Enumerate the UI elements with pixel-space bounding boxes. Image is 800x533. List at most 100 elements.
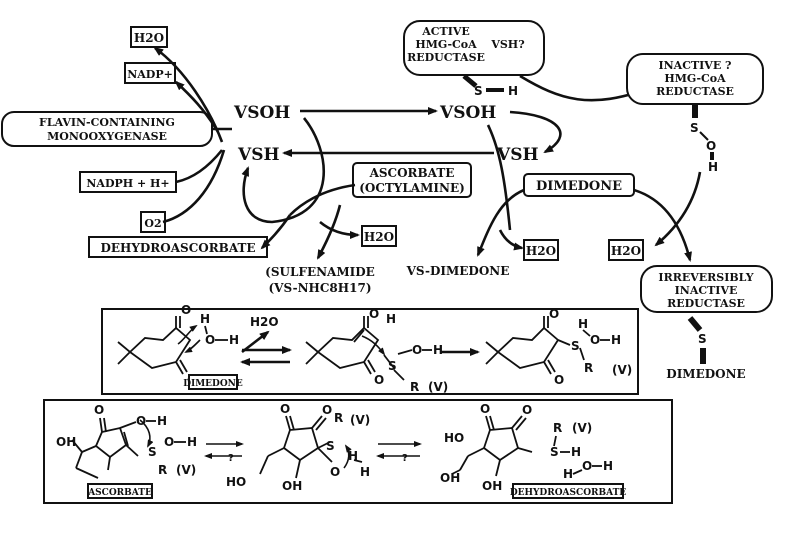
p1-o6: O: [412, 343, 422, 357]
arrow-ascorbate-loop: [241, 117, 326, 224]
arrow-to-h2o-right1: [498, 229, 524, 251]
dehydroascorbate-box: DEHYDROASCORBATE: [88, 236, 268, 258]
dehydro-tag-box: [512, 483, 624, 499]
h2o-right2-label: H2O: [611, 244, 641, 258]
arrow-to-nadp: [174, 80, 220, 133]
p2-h5: H: [571, 445, 581, 459]
irrev-line1: IRREVERSIBLY: [658, 271, 753, 284]
ascorbate-tag-box: [87, 483, 153, 499]
dimedone-structure-3: [485, 316, 585, 375]
h2o-mid-label: H2O: [364, 230, 394, 244]
dimedone-tag: DIMEDONE: [183, 379, 243, 389]
ascorbate-in: [289, 183, 356, 216]
nadph-box: NADPH + H+: [79, 171, 177, 193]
dimedone-label: DIMEDONE: [536, 179, 622, 194]
p2-o7: O: [522, 403, 532, 417]
ascorbate-structure: [71, 417, 154, 479]
p1-v1: (V): [428, 380, 448, 394]
p1-h2o: H2O: [250, 315, 279, 329]
p2-q2: ?: [402, 453, 408, 464]
p1-r2: R: [584, 361, 593, 375]
p1-o8: O: [554, 373, 564, 387]
p1-h1: H: [200, 312, 210, 326]
irrev-line3: REDUCTASE: [667, 297, 745, 310]
ascorbate-line2: (OCTYLAMINE): [359, 181, 465, 195]
p2-o4: O: [322, 403, 332, 417]
sulfenamide-line1: (SULFENAMIDE: [265, 265, 375, 279]
irrev-s: S: [698, 332, 707, 346]
h2o-right1-box: H2O: [523, 239, 559, 261]
p1-h4: H: [433, 343, 443, 357]
h2o-top-box: H2O: [130, 26, 168, 48]
arrow-to-vs-dimedone: [476, 188, 525, 257]
ascorbate-mechanism-panel: [43, 399, 673, 504]
fmo-box: FLAVIN-CONTAINING MONOOXYGENASE: [1, 111, 213, 147]
arrow-to-h2o-mid: [319, 220, 360, 239]
inactive-reductase-box: INACTIVE ? HMG-CoA REDUCTASE: [626, 53, 764, 105]
dimedone-structure-1: [117, 316, 201, 375]
p1-o9: O: [590, 333, 600, 347]
p2-q1: ?: [228, 453, 234, 464]
p2-h4: H: [360, 465, 370, 479]
p2-s1: S: [148, 445, 157, 459]
arrow-to-h2o-right2: [654, 171, 702, 247]
active-line2: HMG-CoA: [415, 38, 477, 51]
fmo-line1: FLAVIN-CONTAINING: [39, 116, 175, 129]
active-s: S: [474, 84, 483, 98]
p1-o4: O: [369, 307, 379, 321]
irrev-bond: [687, 316, 703, 332]
dehydroascorbate-label: DEHYDROASCORBATE: [100, 241, 255, 255]
p2-o6: O: [480, 402, 490, 416]
p1-s2: S: [571, 339, 580, 353]
o2-label: O2: [144, 217, 161, 230]
p1-h2o-arrow: [241, 330, 270, 354]
p1-o3: O: [205, 333, 215, 347]
inactive-s: S: [690, 121, 699, 135]
h2o-right2-box: H2O: [608, 239, 644, 261]
vsh-right-label: VSH: [496, 145, 539, 165]
o2-box: O2: [140, 211, 166, 233]
dehydroascorbate-structure: [459, 415, 533, 477]
p2-oh4: OH: [282, 479, 302, 493]
p2-r1: R: [158, 463, 167, 477]
p1-s1: S: [388, 359, 397, 373]
p2-r2: R: [334, 411, 343, 425]
fmo-line2: MONOOXYGENASE: [47, 130, 167, 143]
dimedone-structure-2: [305, 316, 413, 381]
p1-o5: O: [374, 373, 384, 387]
p2-o5: O: [330, 465, 340, 479]
nadp-box: NADP+: [124, 62, 176, 84]
p2-v2: (V): [350, 413, 370, 427]
p1-o7: O: [549, 307, 559, 321]
p1-v2: (V): [612, 363, 632, 377]
p2-oh1: OH: [56, 435, 76, 449]
p2-ho1: HO: [226, 475, 246, 489]
arrow-vsoh-to-vsh-right: [509, 110, 562, 154]
sulfenamide-line2: (VS-NHC8H17): [269, 281, 372, 295]
vsoh-right-label: VSOH: [439, 103, 496, 123]
p2-o8: O: [582, 459, 592, 473]
irrev-line2: INACTIVE: [675, 284, 738, 297]
active-vsh: VSH?: [490, 38, 524, 51]
nadph-label: NADPH + H+: [86, 177, 169, 190]
vsoh-down: [486, 124, 512, 231]
p2-o1: O: [94, 403, 104, 417]
vsoh-left-label: VSOH: [233, 103, 290, 123]
intermediate-structure: [259, 415, 352, 479]
p2-ho2: HO: [444, 431, 464, 445]
active-line3: REDUCTASE: [407, 51, 485, 64]
p1-h5: H: [578, 317, 588, 331]
dehydro-tag: DEHYDROASCORBATE: [510, 488, 626, 498]
nadp-label: NADP+: [127, 68, 173, 81]
h2o-mid-box: H2O: [361, 225, 397, 247]
arrow-to-sulfenamide: [316, 204, 342, 260]
inactive-line3: REDUCTASE: [656, 85, 734, 98]
o2-in: [162, 149, 226, 224]
p2-h6: H: [563, 467, 573, 481]
active-reductase-box: ACTIVE HMG-CoA REDUCTASE VSH?: [403, 20, 545, 76]
irreversible-reductase-box: IRREVERSIBLY INACTIVE REDUCTASE: [640, 265, 773, 313]
active-h: H: [508, 84, 518, 98]
p1-h2: H: [229, 333, 239, 347]
p2-h7: H: [603, 459, 613, 473]
p2-s2: S: [326, 439, 335, 453]
